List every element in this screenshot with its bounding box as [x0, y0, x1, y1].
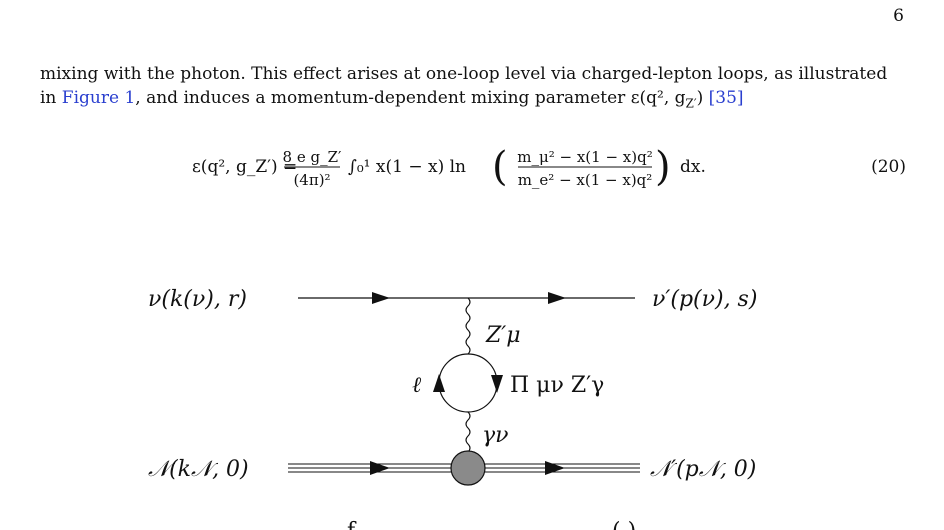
eq-tail: dx.: [680, 157, 706, 177]
z-prime-propagator: [465, 297, 471, 355]
label-lepton: ℓ: [412, 373, 422, 398]
eq-frac-num: 8 e g_Z′: [283, 148, 342, 166]
eq-paren-close: ): [655, 144, 671, 190]
label-incoming-nucleus: 𝒩(k𝒩, 0): [148, 457, 249, 482]
eq-log-num: m_μ² − x(1 − x)q²: [517, 148, 652, 166]
cutoff-glyph-right: ( ): [612, 519, 636, 530]
neutrino-arrow-left: [372, 292, 390, 304]
page-number: 6: [893, 6, 904, 26]
paragraph-subscript: Z′: [685, 96, 697, 111]
nucleus-arrow-left: [370, 461, 390, 475]
loop-arrow-up: [433, 374, 445, 392]
label-incoming-neutrino: ν(k(ν), r): [148, 287, 247, 312]
figure-1-link[interactable]: Figure 1: [61, 88, 136, 108]
lepton-loop: [438, 353, 498, 413]
eq-log-den: m_e² − x(1 − x)q²: [518, 171, 653, 189]
label-outgoing-neutrino: ν′(p(ν), s): [652, 287, 757, 312]
neutrino-arrow-right: [548, 292, 566, 304]
eq-frac-den: (4π)²: [293, 171, 330, 189]
label-polarization: Π μν Z′γ: [510, 373, 604, 398]
label-outgoing-nucleus: 𝒩′(p𝒩, 0): [650, 457, 756, 482]
equation-number: (20): [871, 157, 906, 177]
label-photon: γν: [482, 423, 509, 448]
form-factor-blob: [450, 450, 486, 486]
body-paragraph: mixing with the photon. This effect aris…: [40, 62, 906, 115]
cutoff-glyph-left: f: [347, 519, 357, 530]
paragraph-line-1: mixing with the photon. This effect aris…: [40, 64, 888, 84]
paragraph-close: ): [696, 88, 709, 108]
citation-35-link[interactable]: [35]: [708, 88, 744, 108]
label-z-prime: Z′μ: [485, 323, 521, 348]
eq-paren-open: (: [492, 144, 508, 190]
eq-integral: ∫₀¹ x(1 − x) ln: [348, 157, 466, 177]
paragraph-line-2-suffix: , and induces a momentum-dependent mixin…: [135, 88, 686, 108]
eq-lhs: ε(q², g_Z′) =: [192, 157, 297, 177]
loop-arrow-down: [491, 375, 503, 393]
nucleus-arrow-right: [545, 461, 565, 475]
equation-svg: ε(q², g_Z′) = 8 e g_Z′ (4π)² ∫₀¹ x(1 − x…: [192, 144, 906, 190]
photon-propagator: [465, 411, 471, 453]
equation-20: ε(q², g_Z′) = 8 e g_Z′ (4π)² ∫₀¹ x(1 − x…: [40, 132, 906, 202]
paragraph-line-2-prefix: in: [40, 88, 62, 108]
